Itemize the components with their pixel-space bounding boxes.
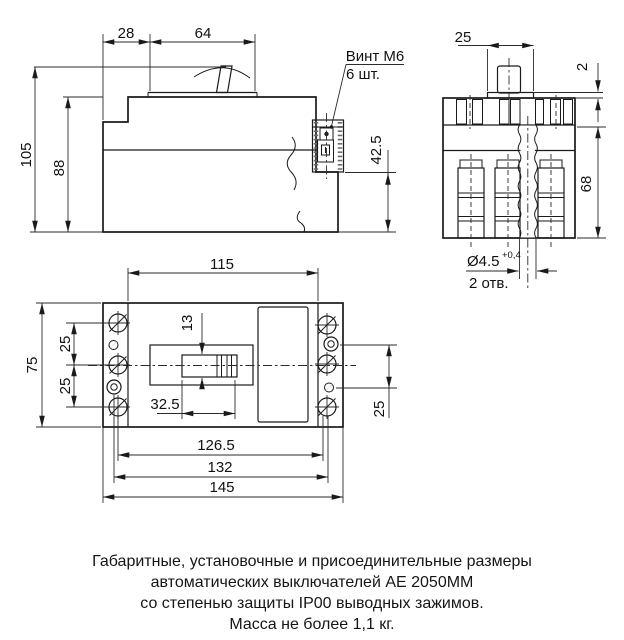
dim-132-label: 132: [207, 459, 232, 476]
dim-25-right-label: 25: [371, 401, 388, 418]
terminal-screw: [106, 353, 130, 377]
plan-handle-slot: [181, 354, 238, 378]
plan-handle-grip-lines: [216, 355, 232, 377]
plan-left-terminals: [106, 311, 130, 419]
dim-126-5-label: 126.5: [197, 437, 235, 454]
mount-hole-dark: [108, 340, 119, 350]
dim-75-label: 75: [24, 357, 41, 374]
terminal-column: [494, 154, 521, 247]
mount-hole-dark: [324, 382, 334, 393]
terminal-column: [457, 154, 485, 247]
front-terminal-columns: [457, 154, 565, 247]
hole-tolerance-label: +0,4: [502, 250, 521, 261]
hole-count-label: 2 отв.: [469, 275, 509, 292]
side-body: [102, 96, 339, 233]
caption-block: Габаритные, установочные и присоединител…: [0, 551, 624, 635]
front-top-slots: [456, 95, 573, 129]
dim-68-label: 68: [578, 176, 595, 193]
terminal-screw: [106, 311, 130, 335]
side-handle-plate: [147, 91, 258, 97]
dim-115-label: 115: [210, 256, 234, 273]
mount-hole-washer: [323, 336, 339, 352]
side-view: [102, 65, 345, 233]
side-view-dimensions: 28 64 105 88 Винт М6 6 шт. 42.5: [18, 25, 405, 233]
mount-hole-washer: [106, 379, 122, 395]
plan-right-terminals: [315, 313, 339, 419]
dim-25-handle-label: 25: [455, 29, 472, 46]
leader-dot: [329, 125, 334, 129]
plan-body: [102, 302, 344, 428]
terminal-column: [537, 154, 565, 247]
screw-note-line1: Винт М6: [346, 48, 405, 65]
dim-25-upper-label: 25: [57, 336, 74, 353]
terminal-screw: [315, 352, 339, 376]
caption-line-3: со степенью защиты IP00 выводных зажимов…: [140, 595, 484, 612]
terminal-screw: [315, 313, 339, 337]
dim-25-lower-label: 25: [57, 378, 74, 395]
dim-42-5-label: 42.5: [368, 135, 385, 164]
plan-view-dimensions: 115 75 25 25 13 32.5 25 126.5: [24, 256, 397, 503]
technical-drawing: 28 64 105 88 Винт М6 6 шт. 42.5: [18, 25, 606, 503]
case-wavy-line: [286, 136, 297, 191]
terminal-screw: [315, 395, 339, 419]
caption-line-4: Масса не более 1,1 кг.: [229, 616, 395, 633]
dim-145-label: 145: [209, 479, 234, 496]
terminal-block: [311, 113, 345, 179]
toggle-lever: [215, 65, 233, 94]
plan-view: [88, 302, 356, 428]
dim-105-label: 105: [18, 142, 35, 167]
plan-nameplate: [257, 306, 309, 423]
dim-13-label: 13: [179, 315, 196, 332]
hole-diameter-label: Ø4.5: [467, 253, 500, 270]
dim-88-label: 88: [51, 160, 68, 177]
screw-note-line2: 6 шт.: [346, 66, 380, 83]
dim-2-label: 2: [574, 63, 591, 71]
dim-28-label: 28: [118, 25, 135, 42]
caption-line-2: автоматических выключателей АЕ 2050ММ: [150, 574, 474, 591]
terminal-clamp: [317, 139, 334, 163]
front-view: [442, 58, 576, 290]
case-wavy-line-lower: [296, 210, 306, 233]
dim-64-label: 64: [195, 25, 212, 42]
dim-32-5-label: 32.5: [150, 396, 179, 413]
lever-swing-arc: [193, 67, 251, 79]
front-view-dimensions: 25 2 68 Ø4.5 +0,4 2 отв.: [455, 29, 606, 292]
plan-right-terminal-strip: [318, 304, 342, 426]
front-screw-channel: [517, 116, 538, 290]
caption-line-1: Габаритные, установочные и присоединител…: [92, 553, 532, 570]
